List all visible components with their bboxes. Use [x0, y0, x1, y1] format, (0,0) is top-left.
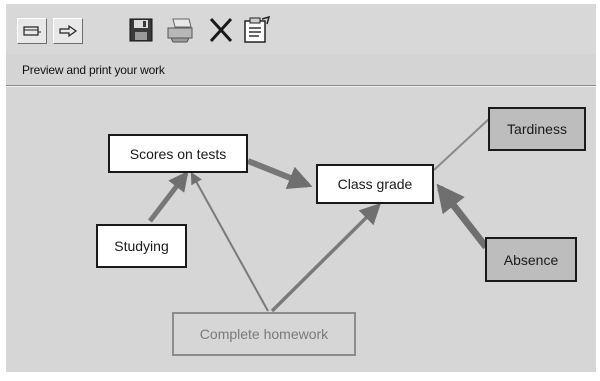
link-absence-classgrade: [436, 183, 489, 250]
node-absence[interactable]: Absence: [485, 237, 577, 282]
properties-button[interactable]: [242, 14, 272, 46]
forward-button[interactable]: [53, 18, 83, 44]
link-studying-scores: [148, 170, 189, 223]
open-icon: [23, 26, 41, 36]
link-scores-classgrade: [246, 158, 313, 190]
toolbar-divider: [6, 85, 596, 87]
toolbar: [6, 4, 596, 54]
node-complete-homework[interactable]: Complete homework: [172, 312, 356, 356]
status-message: Preview and print your work: [22, 63, 165, 77]
node-class-grade[interactable]: Class grade: [316, 164, 434, 204]
save-button[interactable]: [126, 14, 156, 46]
node-studying[interactable]: Studying: [96, 224, 187, 268]
node-scores-on-tests[interactable]: Scores on tests: [108, 134, 248, 173]
forward-arrow-icon: [59, 24, 78, 38]
delete-button[interactable]: [206, 14, 236, 46]
link-homework-classgrade: [270, 203, 381, 313]
delete-x-icon: [209, 17, 233, 43]
open-button[interactable]: [17, 18, 47, 44]
link-tardiness-classgrade: [433, 117, 491, 171]
link-homework-scores: [190, 171, 269, 312]
printer-icon: [167, 18, 193, 43]
print-button[interactable]: [165, 14, 195, 46]
node-tardiness[interactable]: Tardiness: [488, 107, 586, 151]
save-disk-icon: [129, 18, 153, 42]
clipboard-icon: [244, 15, 271, 43]
